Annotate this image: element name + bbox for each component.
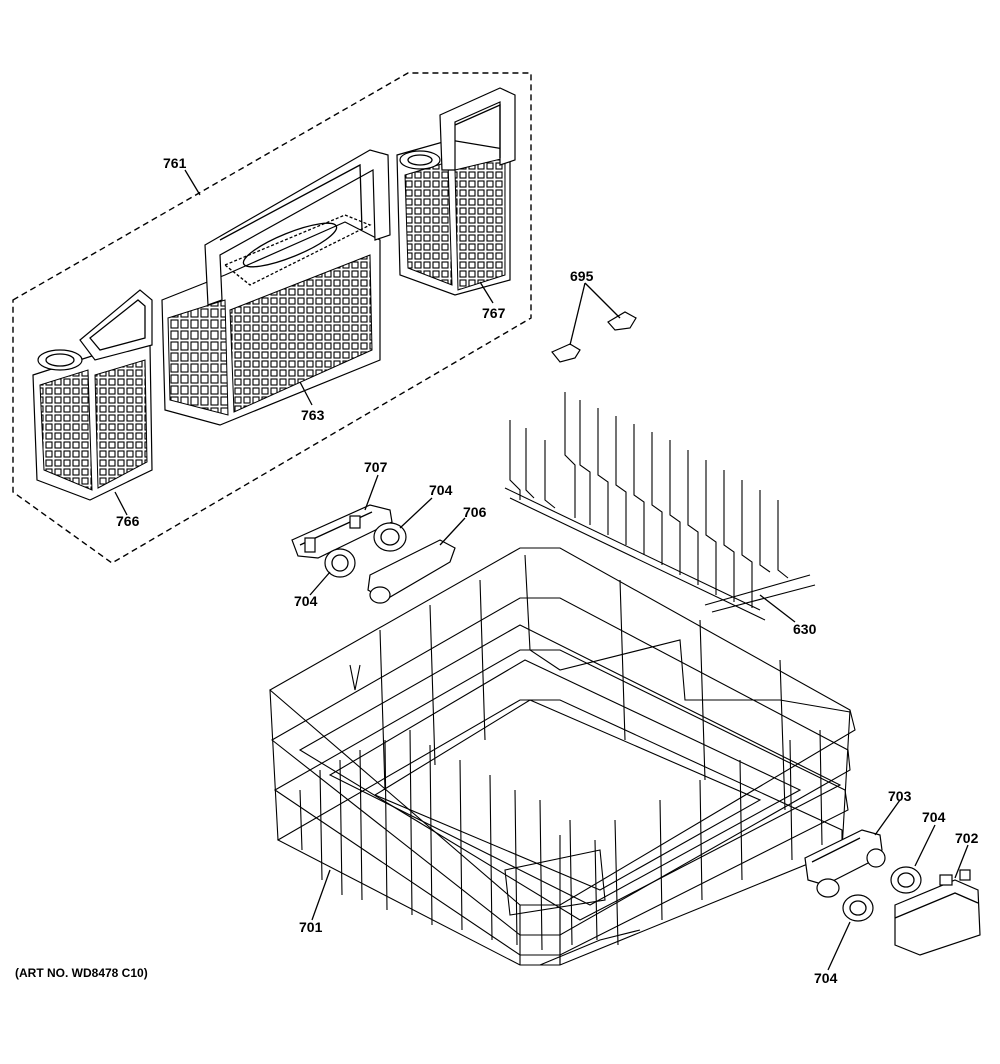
roller-wheel [324,522,407,578]
label-767: 767 [482,305,506,321]
label-704-left: 704 [294,593,318,609]
label-695: 695 [570,268,594,284]
small-basket-right [396,87,516,296]
label-701: 701 [299,919,323,935]
rack-clips [551,311,637,363]
large-basket-center [161,149,391,426]
front-roller-bracket [804,829,886,898]
rack-end-cap [894,869,981,956]
label-704-right: 704 [922,809,946,825]
front-roller-wheel [842,866,922,922]
label-706: 706 [463,504,487,520]
label-630: 630 [793,621,817,637]
label-763: 763 [301,407,325,423]
small-basket-left [32,289,153,501]
label-702: 702 [955,830,979,846]
label-704-bottom: 704 [814,970,838,986]
label-707: 707 [364,459,388,475]
label-761: 761 [163,155,187,171]
leader-lines [114,169,969,971]
rear-roller-bracket [291,504,393,559]
label-703: 703 [888,788,912,804]
lower-dish-rack [269,547,856,966]
basket-kit-outline [12,72,532,564]
label-704-upper: 704 [429,482,453,498]
roller-bracket-706 [367,539,456,604]
tine-row [504,392,816,621]
label-766: 766 [116,513,140,529]
art-number-caption: (ART NO. WD8478 C10) [15,966,148,980]
